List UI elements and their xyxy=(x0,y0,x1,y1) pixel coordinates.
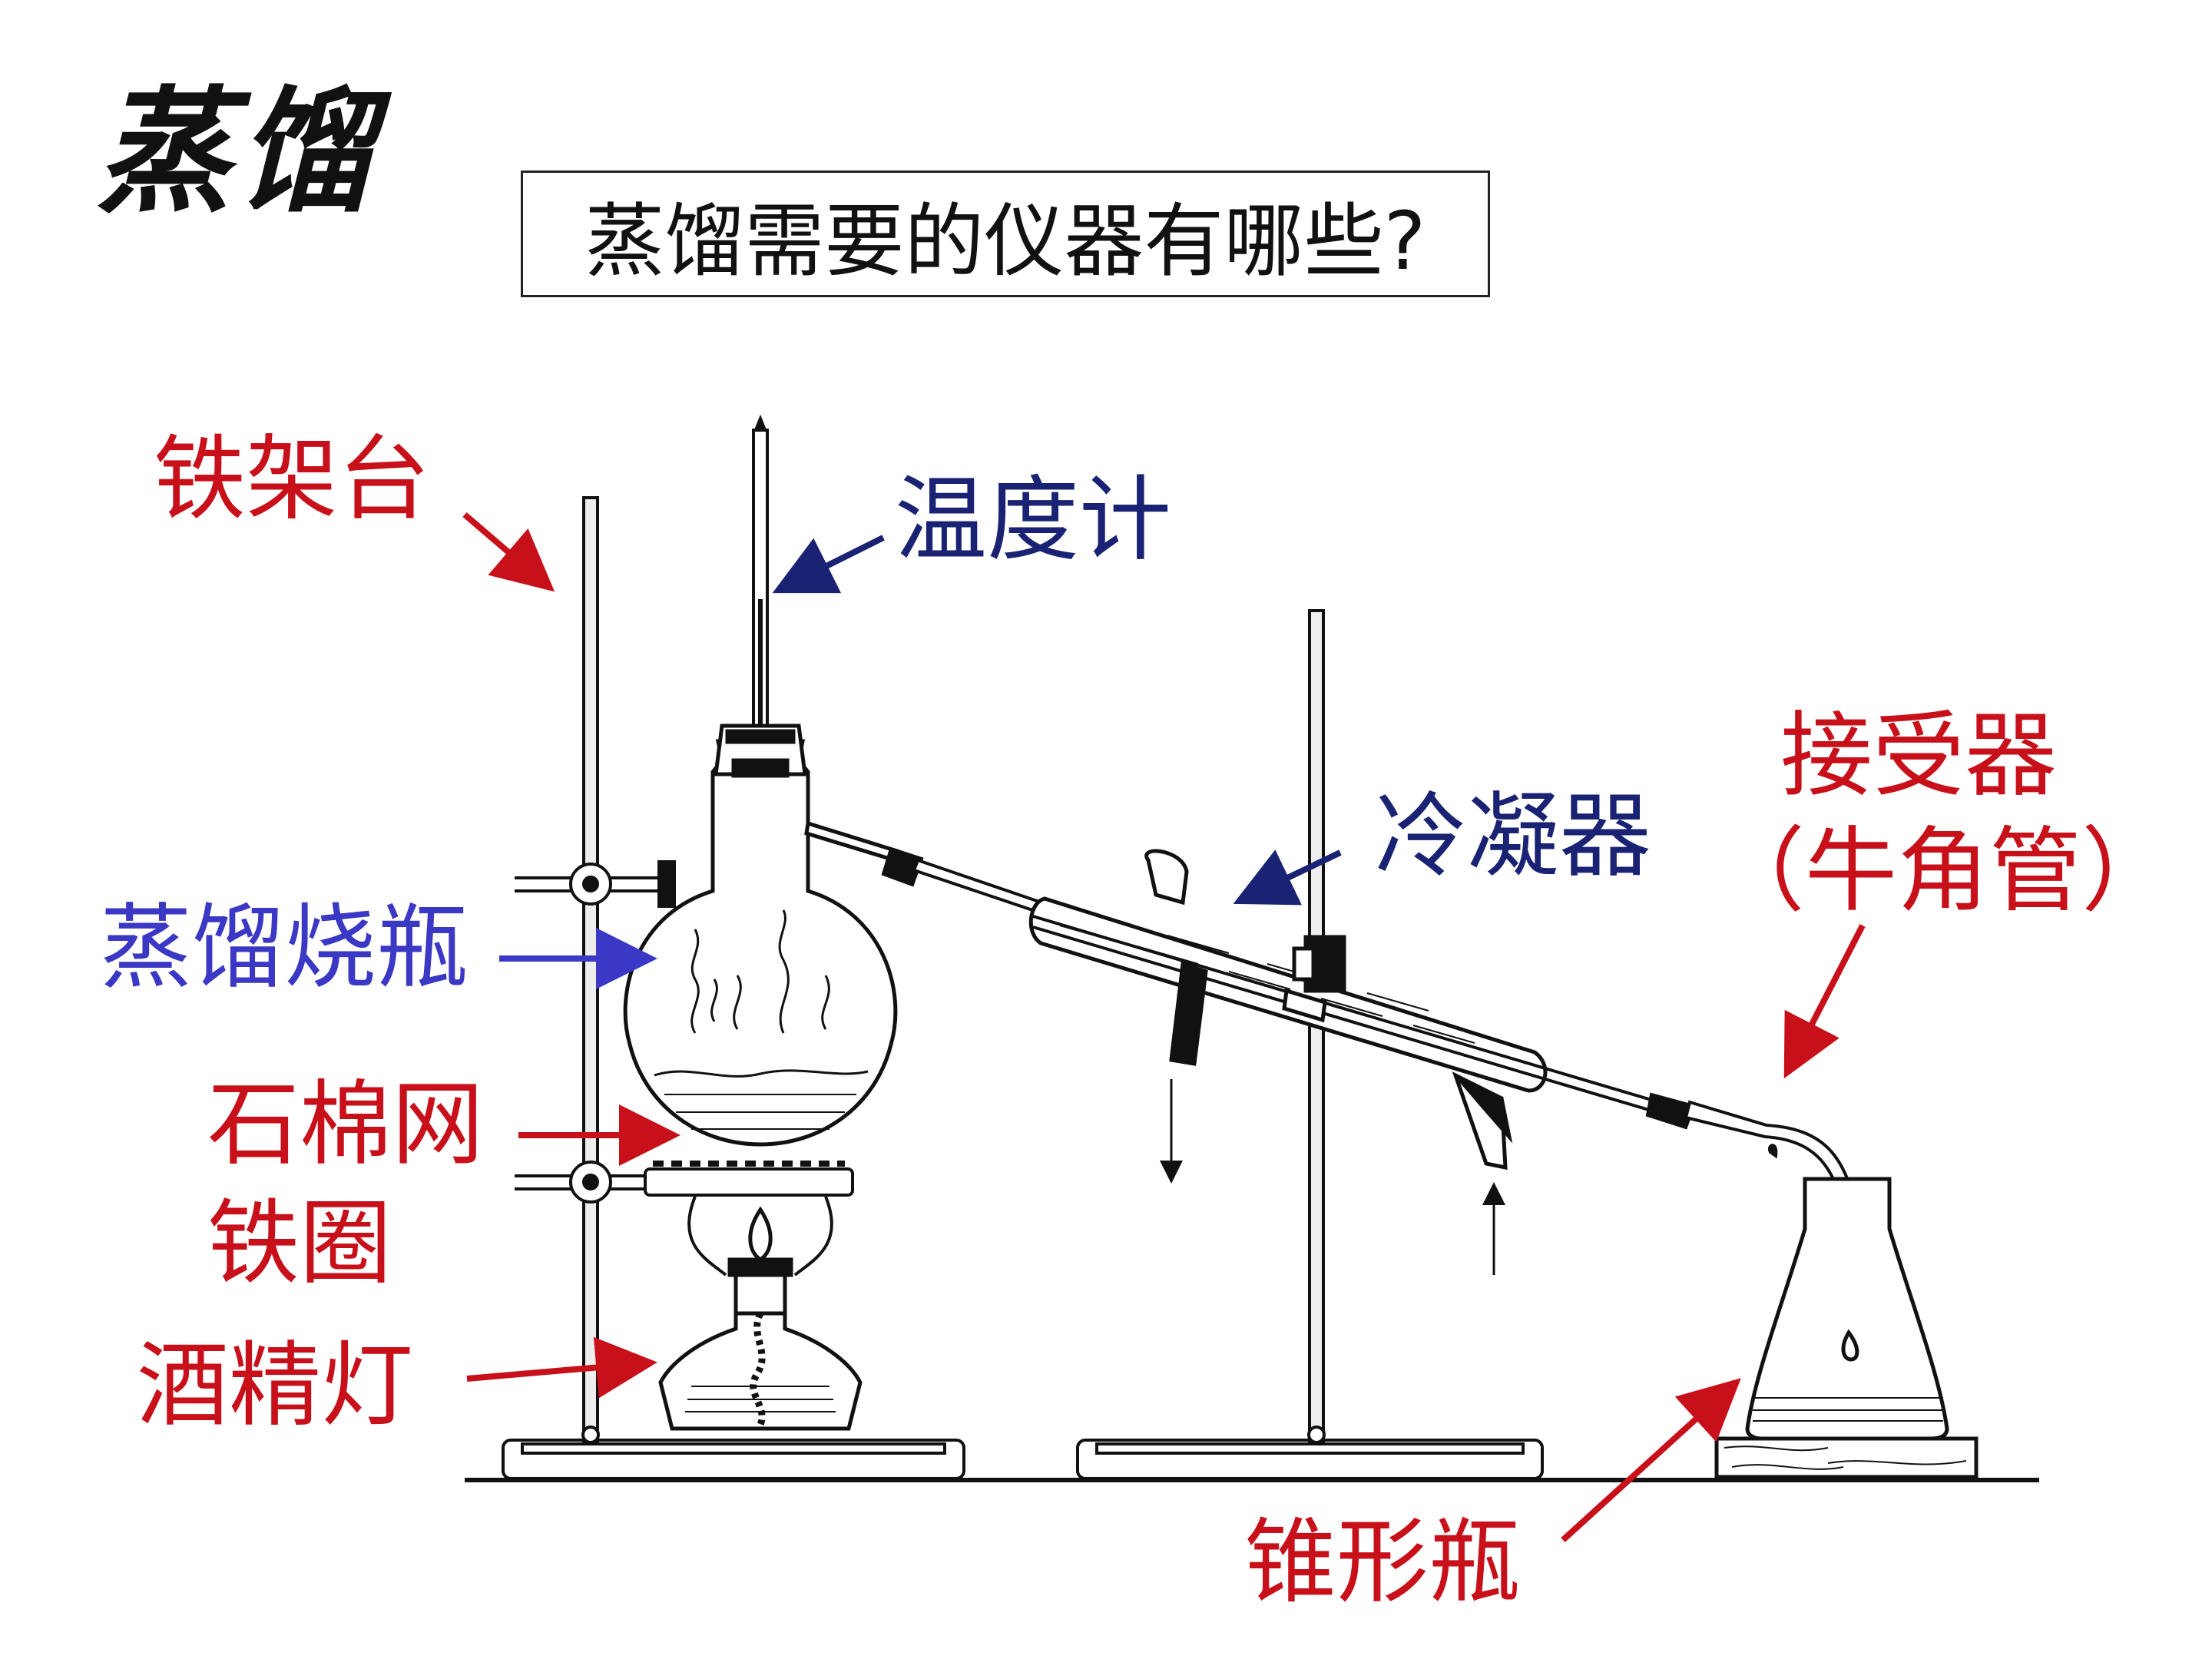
alcohol-lamp xyxy=(658,1206,863,1431)
label-distilling-flask: 蒸馏烧瓶 xyxy=(100,895,469,1002)
condenser-arrow xyxy=(1233,849,1342,906)
conical-flask xyxy=(1714,1177,1979,1479)
alcohol-lamp-arrow xyxy=(466,1336,657,1399)
question-text: 蒸馏需要的仪器有哪些? xyxy=(584,194,1426,288)
label-alcohol-lamp: 酒精灯 xyxy=(137,1333,413,1439)
label-thermometer: 温度计 xyxy=(895,467,1171,574)
label-condenser: 冷凝器 xyxy=(1375,783,1651,890)
label-receiver-alt: （牛角管） xyxy=(1713,818,2174,925)
label-receiver: 接受器 xyxy=(1780,703,2057,810)
label-asbestos-gauze: 石棉网 xyxy=(207,1071,484,1178)
distilling-flask xyxy=(623,724,899,1147)
iron-stand-arrow xyxy=(462,512,555,592)
receiver-adapter xyxy=(1645,1092,1861,1225)
question-box: 蒸馏需要的仪器有哪些? xyxy=(521,171,1490,297)
label-conical-flask: 锥形瓶 xyxy=(1244,1509,1521,1616)
conical-flask-arrow xyxy=(1561,1378,1741,1542)
page-title: 蒸馏 xyxy=(96,72,379,231)
receiver-arrow xyxy=(1783,924,1866,1079)
iron-stand-left xyxy=(502,496,965,1480)
iron-ring-and-gauze xyxy=(515,1161,854,1277)
neck-clamp xyxy=(515,860,676,908)
label-iron-ring: 铁圈 xyxy=(207,1190,392,1297)
thermometer-arrow xyxy=(772,535,885,594)
label-iron-stand: 铁架台 xyxy=(154,426,430,533)
condenser xyxy=(1028,849,1660,1171)
